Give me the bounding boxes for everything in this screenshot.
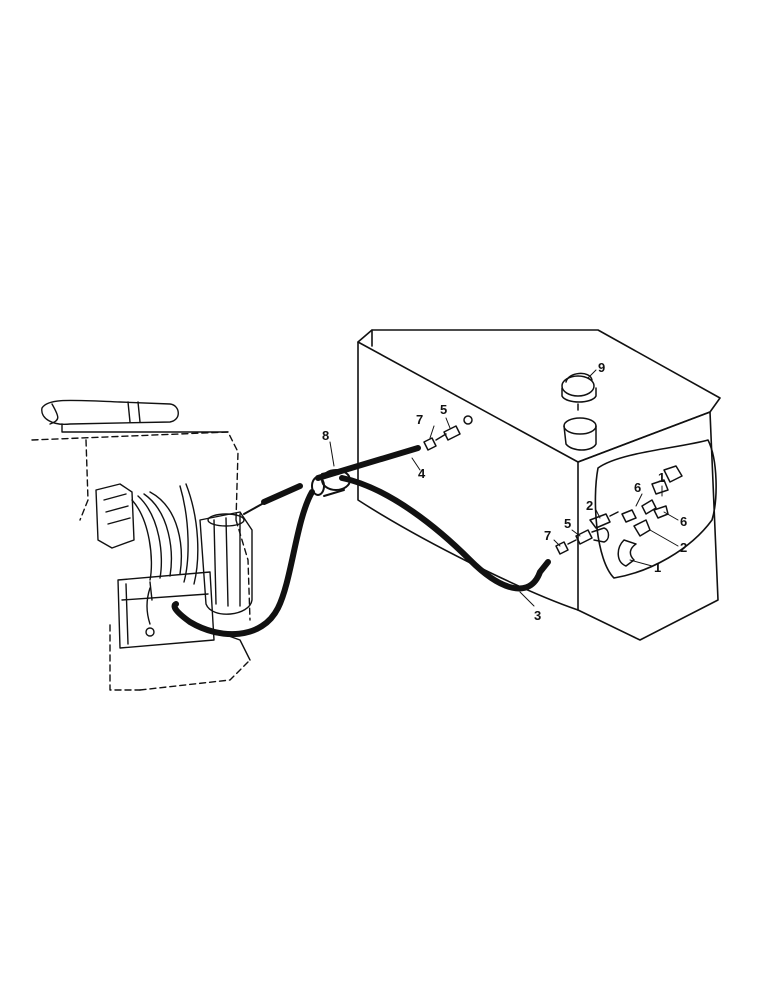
- lower-fittings: [555, 527, 610, 555]
- callout-9: 9: [598, 360, 605, 375]
- hydraulic-tank: [357, 329, 721, 641]
- hose-4: [261, 483, 303, 505]
- callout-5-top: 5: [440, 402, 447, 417]
- callout-7-lower: 7: [544, 528, 551, 543]
- callout-1-upper: 1: [658, 470, 665, 485]
- upper-fittings: [423, 415, 473, 451]
- hose-clamp: [311, 469, 351, 497]
- callout-4: 4: [418, 466, 426, 481]
- hose-4-pump-connector: [243, 503, 263, 515]
- hose-3-right: [339, 475, 551, 592]
- callout-3: 3: [534, 608, 541, 623]
- callout-2-upper-left: 2: [586, 498, 593, 513]
- hose-4-segment: [315, 445, 421, 481]
- callout-6-left: 6: [634, 480, 641, 495]
- callout-2-right: 2: [680, 540, 687, 555]
- leader-lines: [329, 369, 679, 607]
- callout-7-top: 7: [416, 412, 423, 427]
- callout-8: 8: [322, 428, 329, 443]
- callout-labels: 8 4 3 7 5 7 5 2 6 1 6 2 1 9: [322, 360, 687, 623]
- hose-3: [171, 489, 315, 638]
- callout-5-lower: 5: [564, 516, 571, 531]
- engine-pump-assembly: [31, 399, 253, 691]
- breather-cap: [561, 372, 597, 451]
- callout-6-right: 6: [680, 514, 687, 529]
- callout-1-lower: 1: [654, 560, 661, 575]
